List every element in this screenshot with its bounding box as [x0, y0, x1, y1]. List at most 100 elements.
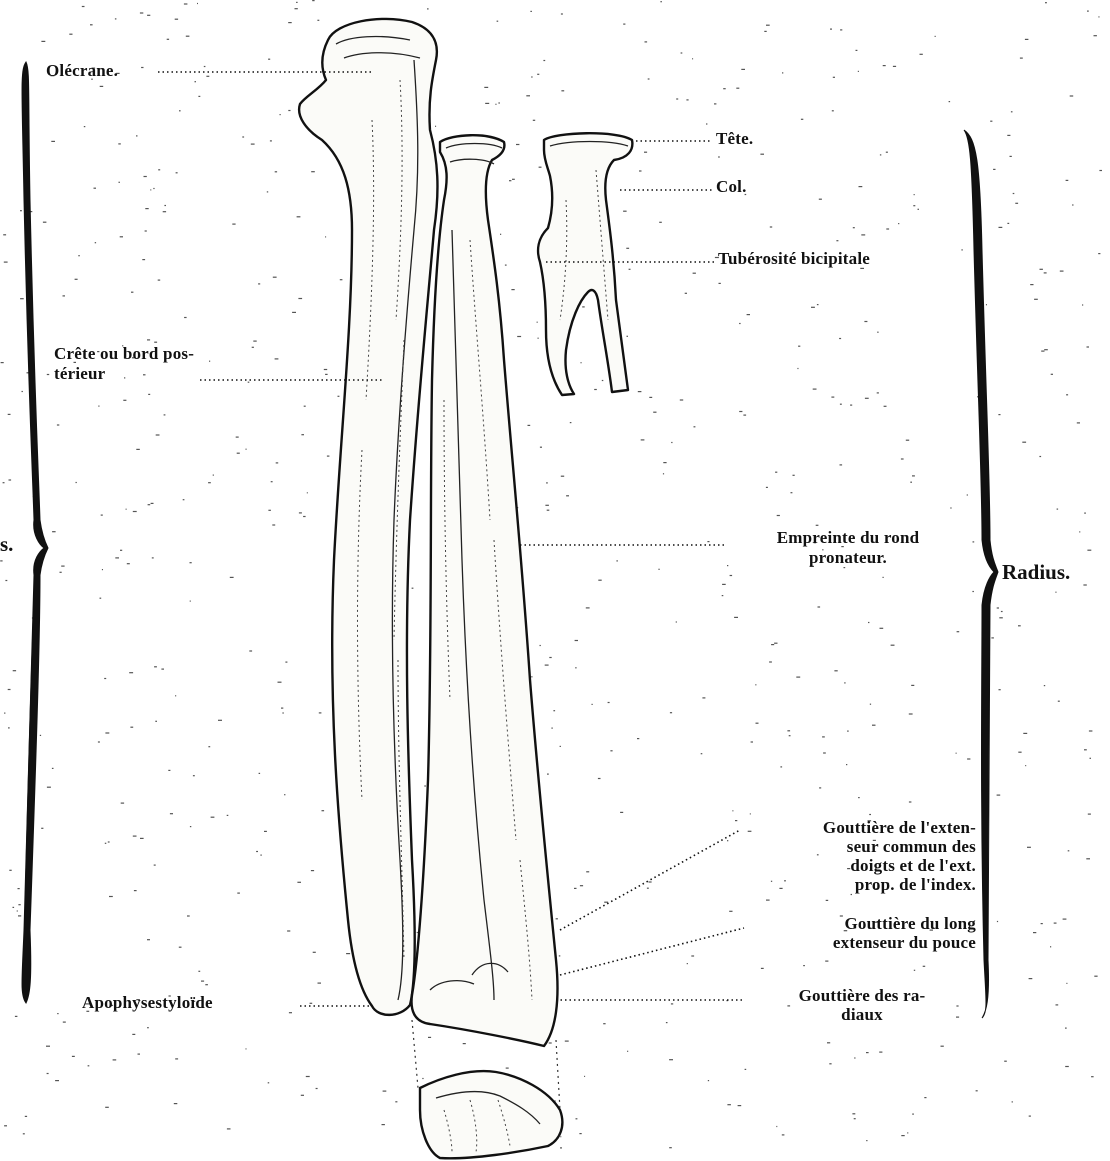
- label-gouttiere-extenseur: Gouttière de l'exten- seur commun des do…: [740, 818, 976, 894]
- paper-speck: [531, 76, 532, 77]
- paper-speck: [893, 66, 896, 67]
- paper-speck: [831, 397, 834, 398]
- paper-speck: [540, 645, 541, 646]
- paper-speck: [140, 838, 144, 839]
- paper-speck: [325, 374, 328, 375]
- paper-speck: [47, 1073, 49, 1074]
- paper-speck: [560, 1136, 561, 1137]
- paper-speck: [126, 509, 127, 510]
- paper-speck: [846, 764, 847, 765]
- paper-speck: [20, 210, 22, 211]
- paper-speck: [1013, 193, 1015, 194]
- paper-speck: [133, 836, 137, 837]
- paper-speck: [681, 52, 683, 53]
- paper-speck: [719, 283, 721, 284]
- paper-speck: [920, 54, 923, 55]
- paper-speck: [626, 248, 629, 249]
- paper-speck: [313, 952, 316, 953]
- paper-speck: [312, 0, 314, 1]
- group-label-left: s.: [0, 532, 13, 557]
- paper-speck: [211, 817, 215, 818]
- paper-speck: [1056, 1004, 1059, 1005]
- paper-speck: [901, 458, 904, 459]
- paper-speck: [303, 516, 306, 517]
- paper-speck: [787, 730, 790, 731]
- paper-speck: [517, 336, 521, 337]
- paper-speck: [858, 797, 860, 798]
- paper-speck: [298, 298, 302, 299]
- paper-speck: [866, 1140, 867, 1141]
- paper-speck: [267, 191, 268, 192]
- paper-speck: [604, 902, 608, 903]
- paper-speck: [306, 1076, 310, 1077]
- paper-speck: [708, 1080, 709, 1081]
- paper-speck: [13, 670, 16, 671]
- paper-speck: [258, 283, 260, 284]
- paper-speck: [218, 720, 222, 721]
- paper-speck: [1020, 58, 1023, 59]
- paper-speck: [623, 24, 625, 25]
- paper-speck: [566, 495, 569, 496]
- paper-speck: [598, 580, 601, 581]
- paper-speck: [270, 140, 272, 141]
- paper-speck: [991, 637, 994, 638]
- paper-speck: [868, 622, 869, 623]
- paper-speck: [281, 708, 283, 709]
- paper-speck: [297, 882, 301, 883]
- paper-speck: [747, 314, 750, 315]
- paper-speck: [260, 855, 261, 856]
- paper-speck: [311, 171, 315, 172]
- paper-speck: [69, 34, 72, 35]
- paper-speck: [4, 262, 8, 263]
- paper-speck: [147, 1027, 149, 1028]
- paper-speck: [184, 317, 187, 318]
- paper-speck: [575, 640, 578, 641]
- paper-speck: [1088, 814, 1091, 815]
- paper-speck: [340, 279, 343, 280]
- paper-speck: [750, 813, 751, 814]
- paper-speck: [1063, 919, 1067, 920]
- paper-speck: [151, 503, 154, 504]
- paper-speck: [1039, 456, 1041, 457]
- paper-speck: [301, 1095, 304, 1096]
- paper-speck: [1068, 850, 1070, 851]
- paper-speck: [782, 72, 783, 73]
- paper-speck: [818, 606, 821, 607]
- paper-speck: [911, 685, 914, 686]
- paper-speck: [561, 13, 563, 14]
- label-crete: Crête ou bord pos- térieur: [54, 344, 284, 384]
- label-empreinte: Empreinte du rond pronateur.: [728, 528, 968, 568]
- paper-speck: [730, 575, 733, 576]
- paper-speck: [827, 1042, 830, 1043]
- paper-speck: [560, 746, 561, 747]
- paper-speck: [285, 662, 287, 663]
- paper-speck: [729, 911, 732, 912]
- paper-speck: [155, 721, 157, 722]
- paper-speck: [495, 104, 496, 105]
- paper-speck: [645, 41, 648, 42]
- paper-speck: [230, 577, 234, 578]
- paper-speck: [227, 815, 229, 816]
- paper-speck: [833, 77, 835, 78]
- paper-speck: [253, 341, 256, 342]
- paper-speck: [1045, 2, 1047, 3]
- paper-speck: [142, 259, 145, 260]
- paper-speck: [268, 1082, 270, 1083]
- paper-speck: [98, 406, 99, 407]
- paper-speck: [179, 947, 182, 948]
- paper-speck: [8, 414, 11, 415]
- paper-speck: [856, 50, 858, 51]
- paper-speck: [41, 41, 45, 42]
- paper-speck: [1091, 1076, 1094, 1077]
- paper-speck: [850, 405, 852, 406]
- paper-speck: [623, 211, 627, 212]
- paper-speck: [153, 188, 154, 189]
- paper-speck: [653, 412, 656, 413]
- paper-speck: [680, 399, 683, 400]
- paper-speck: [760, 154, 764, 155]
- paper-speck: [511, 289, 514, 290]
- paper-speck: [1066, 180, 1069, 181]
- paper-speck: [136, 135, 138, 136]
- paper-speck: [1025, 39, 1029, 40]
- paper-speck: [912, 1114, 914, 1115]
